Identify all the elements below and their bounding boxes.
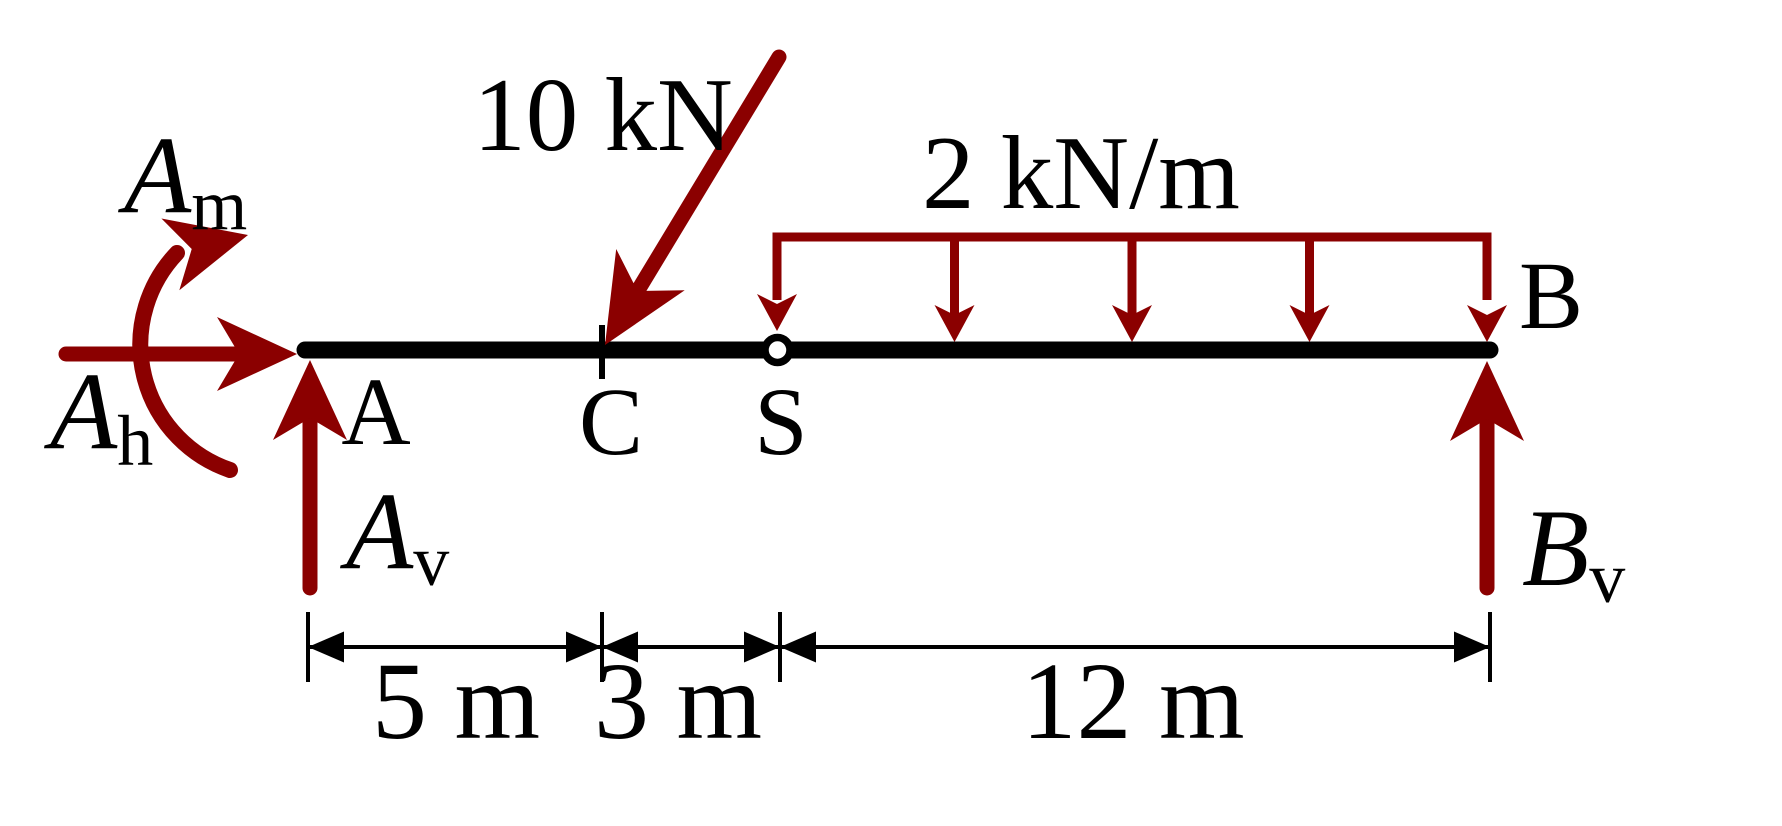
force-arrowheads: [161, 218, 1524, 441]
point-load-shaft: [632, 49, 787, 295]
beam-group: [296, 325, 1499, 379]
dim-arrowhead-s-left-icon: [780, 631, 816, 663]
reaction-av-label: Av: [339, 470, 449, 601]
distributed-arrowhead-2-icon: [934, 305, 975, 342]
point-label-s: S: [754, 368, 807, 475]
point-label-b: B: [1519, 242, 1583, 349]
point-label-a: A: [341, 358, 410, 465]
moment-arrowhead-icon: [161, 218, 248, 291]
dim-label-5m: 5 m: [372, 640, 540, 762]
force-strokes: [58, 49, 1495, 596]
dim-arrowhead-c-right-icon: [566, 631, 602, 663]
dim-arrowhead-s-right-icon: [744, 631, 780, 663]
dim-arrowhead-c-left-icon: [602, 631, 638, 663]
distributed-arrowhead-3-icon: [1112, 305, 1152, 342]
moment-arc-a: [132, 245, 238, 478]
distributed-load-label: 2 kN/m: [922, 114, 1240, 231]
hinge-group: [761, 333, 794, 367]
distributed-arrowhead-4-icon: [1289, 305, 1330, 342]
point-load-arrowhead-icon: [605, 248, 685, 345]
distributed-arrowhead-1-icon: [757, 294, 797, 331]
dim-label-12m: 12 m: [1021, 640, 1244, 762]
distributed-arrowhead-5-icon: [1467, 305, 1507, 342]
dim-label-3m: 3 m: [594, 640, 762, 762]
dim-arrowhead-a-left-icon: [308, 631, 344, 663]
point-label-c: C: [579, 368, 643, 475]
reaction-ah-label: Ah: [43, 350, 153, 481]
reaction-bv-arrowhead-icon: [1450, 361, 1524, 441]
labels: A C S B 10 kN 2 kN/m Am Ah Av Bv 5 m 3 m…: [43, 56, 1625, 762]
reaction-av-arrowhead-icon: [273, 360, 347, 440]
reaction-bv-label: Bv: [1522, 487, 1625, 618]
dimension-arrowheads: [308, 631, 1490, 663]
hinge-icon: [761, 333, 794, 367]
dim-arrowhead-b-right-icon: [1454, 631, 1490, 663]
reaction-am-label: Am: [117, 114, 247, 245]
point-load-label: 10 kN: [473, 56, 733, 173]
reaction-ah-arrowhead-icon: [217, 317, 297, 391]
